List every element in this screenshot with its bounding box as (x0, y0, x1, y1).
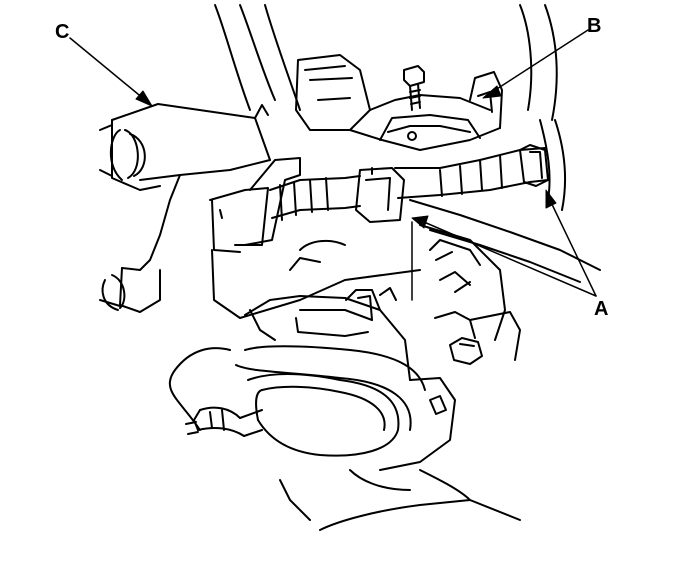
bolt (403, 65, 425, 111)
upper-bracket (295, 54, 503, 151)
lower-manifold (235, 287, 456, 491)
harness-clips (209, 144, 549, 253)
callout-c-label: C (55, 21, 70, 43)
arrowheads (135, 85, 557, 229)
intake-duct (99, 103, 271, 313)
right-bolt (429, 311, 521, 415)
wire-harness (269, 147, 601, 283)
leader-lines (69, 29, 597, 301)
callout-b-label: B (587, 15, 602, 37)
lower-hose (185, 406, 263, 437)
callout-a-label: A (594, 298, 609, 320)
